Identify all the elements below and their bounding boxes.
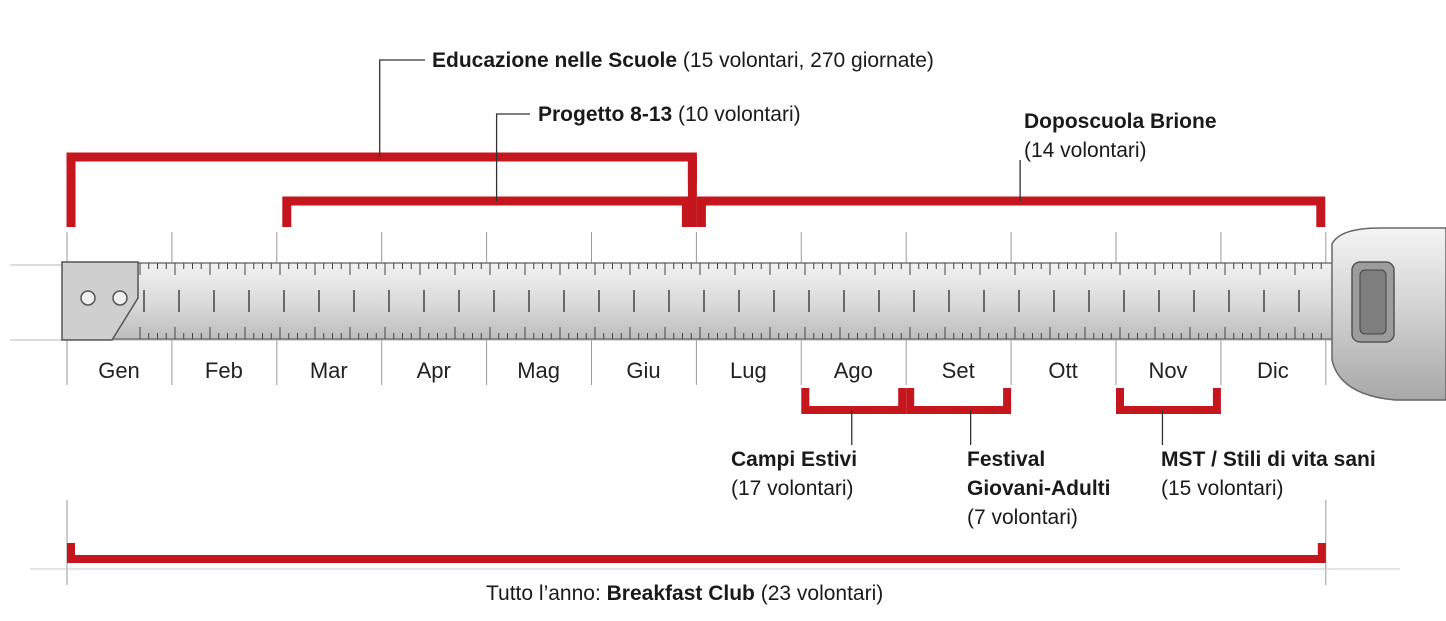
- leader-educazione: [379, 59, 425, 157]
- label-mst: MST / Stili di vita sani(15 volontari): [1161, 448, 1376, 500]
- hook-rivet: [112, 290, 128, 306]
- month-label: Lug: [730, 358, 767, 383]
- month-label: Ago: [833, 358, 873, 383]
- label-educazione: Educazione nelle Scuole (15 volontari, 2…: [432, 49, 934, 72]
- month-label: Gen: [98, 358, 140, 383]
- tape-hook: [61, 261, 139, 341]
- bracket-campi: [801, 388, 907, 414]
- label-doposcuola: Doposcuola Brione(14 volontari): [1024, 110, 1217, 162]
- bracket-progetto: [282, 196, 691, 227]
- hook-rivet: [80, 290, 96, 306]
- month-label: Giu: [626, 358, 661, 383]
- bracket-breakfast: [67, 543, 1326, 563]
- month-label: Feb: [204, 358, 243, 383]
- month-label: Set: [941, 358, 975, 383]
- label-campi: Campi Estivi(17 volontari): [731, 448, 858, 500]
- bracket-festival: [906, 388, 1012, 414]
- tape-measure: [10, 227, 1446, 401]
- bracket-doposcuola: [696, 196, 1326, 227]
- month-label: Mar: [309, 358, 348, 383]
- month-label: Apr: [416, 358, 451, 383]
- month-label: Dic: [1257, 358, 1289, 383]
- month-label: Ott: [1048, 358, 1078, 383]
- label-breakfast: Tutto l’anno: Breakfast Club (23 volonta…: [486, 582, 884, 605]
- bracket-educazione: [66, 152, 697, 227]
- bracket-mst: [1116, 388, 1221, 414]
- month-label: Nov: [1148, 358, 1188, 383]
- label-progetto: Progetto 8-13 (10 volontari): [538, 103, 801, 126]
- tape-ticks: [139, 263, 1322, 339]
- leader-progetto: [495, 113, 530, 201]
- month-label: Mag: [517, 358, 560, 383]
